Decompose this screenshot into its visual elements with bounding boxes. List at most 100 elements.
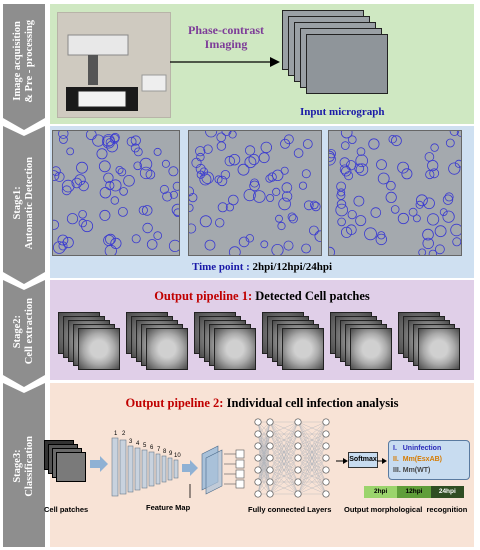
- detected-cell-circle: [376, 159, 387, 170]
- detected-cell-circle: [280, 166, 289, 175]
- detected-cell-circle: [195, 146, 206, 157]
- detected-cell-circle: [301, 169, 311, 179]
- detected-cell-circle: [173, 208, 179, 217]
- detected-cell-circle: [145, 169, 156, 180]
- detected-cell-circle: [58, 135, 68, 144]
- detected-cell-circle: [142, 222, 153, 234]
- fc-connection: [297, 433, 327, 495]
- detected-cell-circle: [281, 191, 293, 202]
- detected-cell-circle: [337, 188, 346, 197]
- fc-node: [266, 466, 274, 474]
- detected-cell-circle: [216, 175, 228, 187]
- detected-cell-circle: [430, 143, 439, 152]
- detected-cell-circle: [99, 209, 111, 221]
- fc-node: [254, 418, 262, 426]
- detected-cell-circle: [110, 237, 122, 250]
- stage-label-extraction: Stage2: Cell extraction: [12, 298, 35, 365]
- detected-cell-circle: [131, 234, 141, 244]
- detected-cell-circle: [162, 191, 173, 202]
- detected-cell-circle: [444, 192, 454, 202]
- detected-cell-circle: [199, 167, 209, 176]
- detected-cell-circle: [377, 231, 386, 240]
- cell-patch-group: [194, 312, 258, 372]
- cell-patch: [282, 328, 324, 370]
- fc-node: [266, 430, 274, 438]
- detected-cell-circle: [161, 159, 170, 168]
- detected-cell-circle: [309, 225, 319, 236]
- detected-cell-circle: [216, 132, 227, 143]
- detected-cell-circle: [336, 199, 347, 209]
- detected-cell-circle: [397, 212, 410, 225]
- chevron-acquisition: Image acquisition & Pre - processing: [3, 4, 45, 130]
- detected-cell-circle: [78, 180, 89, 192]
- detected-cell-circle: [341, 166, 352, 177]
- fc-node: [254, 454, 262, 462]
- detected-cell-circle: [53, 166, 61, 176]
- detected-cell-circle: [424, 152, 435, 162]
- cell-patch-group: [126, 312, 190, 372]
- pipeline1-title: Output pipeline 1: Detected Cell patches: [50, 289, 474, 304]
- fc-node: [322, 478, 330, 486]
- time-bar: 2hpi 12hpi 24hpi: [364, 486, 464, 498]
- detected-cell-circle: [126, 136, 137, 147]
- pipeline1-text: Detected Cell patches: [252, 289, 370, 303]
- fc-connection: [257, 445, 271, 495]
- detected-cell-circle: [106, 140, 118, 153]
- fc-node: [254, 490, 262, 498]
- detected-cell-circle: [370, 207, 382, 218]
- detected-cell-circle: [418, 248, 427, 255]
- detected-cell-circle: [204, 239, 216, 251]
- detected-cell-circle: [434, 225, 447, 238]
- detected-cell-circle: [99, 187, 112, 199]
- detected-cell-circle: [415, 200, 424, 209]
- detected-cell-circle: [172, 181, 179, 191]
- detected-cell-circle: [284, 134, 294, 145]
- fc-connection: [297, 481, 327, 495]
- detected-cell-circle: [298, 181, 308, 190]
- pipeline2-title: Output pipeline 2: Individual cell infec…: [50, 396, 474, 411]
- detected-cell-circle: [416, 194, 428, 207]
- detected-cell-circle: [203, 144, 213, 154]
- fc-layers-label: Fully connected Layers: [248, 505, 332, 514]
- detected-cell-circle: [355, 163, 369, 176]
- detected-cell-circle: [153, 231, 162, 240]
- detected-cell-circle: [133, 161, 142, 171]
- fc-node: [294, 418, 302, 426]
- detected-cell-circle: [237, 163, 250, 176]
- detected-cell-circle: [53, 170, 60, 181]
- detected-cell-circle: [288, 214, 298, 224]
- detected-cell-circle: [390, 205, 400, 214]
- detected-cell-circle: [66, 213, 79, 225]
- layer-num-1: 1: [114, 431, 118, 437]
- stage-label-classification: Stage3: Classification: [12, 435, 35, 497]
- detected-cell-circle: [277, 221, 286, 231]
- detected-cell-circle: [301, 243, 311, 254]
- detection-image-2hpi: [52, 130, 180, 256]
- detected-cell-circle: [335, 203, 348, 217]
- fc-node: [322, 418, 330, 426]
- detected-cell-circle: [110, 196, 119, 205]
- fc-node: [294, 430, 302, 438]
- fc-node: [254, 442, 262, 450]
- detected-cell-circle: [62, 236, 74, 249]
- softmax-box: Softmax: [348, 452, 378, 468]
- output-recognition-label: Output morphological recognition: [344, 505, 468, 514]
- detected-cell-circle: [92, 134, 105, 147]
- detected-cell-circle: [337, 217, 346, 227]
- fc-connection: [257, 421, 271, 471]
- detected-cell-circle: [425, 169, 435, 180]
- detected-cell-circle: [375, 233, 388, 246]
- detected-cell-circle: [139, 166, 153, 180]
- detected-cell-circle: [228, 246, 241, 255]
- layer-num-8: 8: [163, 449, 167, 455]
- class-item-3: III. Mm(WT): [393, 467, 431, 474]
- fc-connection: [297, 421, 327, 495]
- detected-cell-circle: [336, 181, 347, 192]
- detected-cell-circle: [429, 168, 440, 179]
- detected-cell-circle: [442, 194, 454, 205]
- detected-cell-circle: [244, 145, 256, 156]
- layer-num-7: 7: [157, 447, 161, 453]
- fc-connection: [269, 421, 299, 483]
- detected-cell-circle: [104, 244, 117, 255]
- detected-cell-circle: [439, 208, 448, 216]
